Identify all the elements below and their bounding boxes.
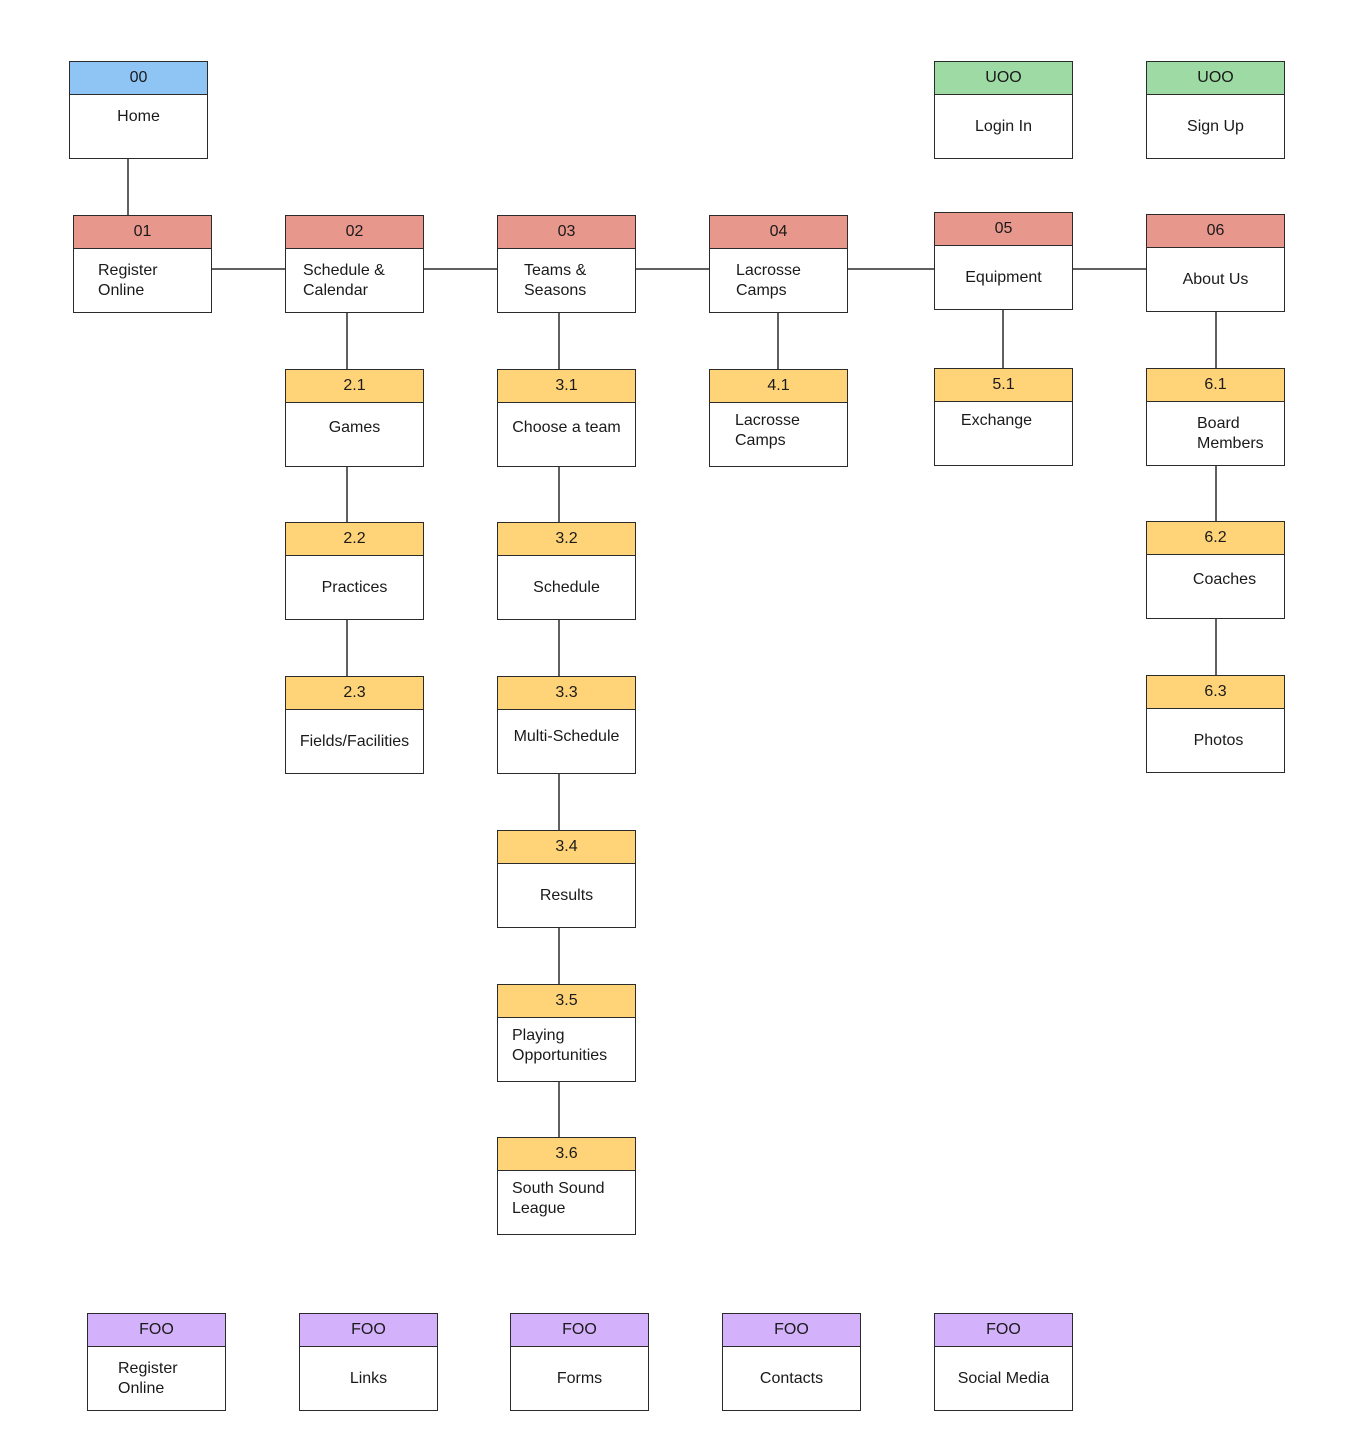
node-code: 3.4 bbox=[498, 831, 635, 864]
node-code: UOO bbox=[1147, 62, 1284, 95]
node-code: 3.1 bbox=[498, 370, 635, 403]
node-code: 6.2 bbox=[1147, 522, 1284, 555]
node-games[interactable]: 2.1 Games bbox=[285, 369, 424, 467]
node-code: UOO bbox=[935, 62, 1072, 95]
node-code: 3.2 bbox=[498, 523, 635, 556]
node-code: 00 bbox=[70, 62, 207, 95]
node-lacrosse-camps-sub[interactable]: 4.1 Lacrosse Camps bbox=[709, 369, 848, 467]
node-schedule-calendar[interactable]: 02 Schedule & Calendar bbox=[285, 215, 424, 313]
node-label: Teams & Seasons bbox=[524, 261, 587, 299]
node-code: 3.6 bbox=[498, 1138, 635, 1171]
node-code: 01 bbox=[74, 216, 211, 249]
node-footer-forms[interactable]: FOO Forms bbox=[510, 1313, 649, 1411]
node-code: 2.2 bbox=[286, 523, 423, 556]
node-label: Coaches bbox=[1192, 570, 1257, 588]
node-code: 05 bbox=[935, 213, 1072, 246]
node-lacrosse-camps[interactable]: 04 Lacrosse Camps bbox=[709, 215, 848, 313]
node-label: Sign Up bbox=[1187, 117, 1244, 135]
node-label: Exchange bbox=[960, 411, 1033, 429]
node-footer-register[interactable]: FOO Register Online bbox=[87, 1313, 226, 1411]
node-label: Links bbox=[349, 1369, 388, 1387]
node-board-members[interactable]: 6.1 Board Members bbox=[1146, 368, 1285, 466]
node-schedule[interactable]: 3.2 Schedule bbox=[497, 522, 636, 620]
node-code: FOO bbox=[511, 1314, 648, 1347]
node-code: FOO bbox=[723, 1314, 860, 1347]
node-label: Photos bbox=[1193, 731, 1244, 749]
node-label: Practices bbox=[321, 578, 388, 596]
node-home[interactable]: 00 Home bbox=[69, 61, 208, 159]
node-teams-seasons[interactable]: 03 Teams & Seasons bbox=[497, 215, 636, 313]
node-results[interactable]: 3.4 Results bbox=[497, 830, 636, 928]
node-code: 04 bbox=[710, 216, 847, 249]
node-label: Results bbox=[539, 886, 594, 904]
node-code: FOO bbox=[88, 1314, 225, 1347]
node-label: Lacrosse Camps bbox=[735, 411, 800, 449]
node-label: Register Online bbox=[118, 1359, 178, 1397]
node-label: Lacrosse Camps bbox=[736, 261, 801, 299]
node-code: 03 bbox=[498, 216, 635, 249]
node-label: Login In bbox=[975, 117, 1032, 135]
node-choose-a-team[interactable]: 3.1 Choose a team bbox=[497, 369, 636, 467]
node-code: 3.3 bbox=[498, 677, 635, 710]
node-playing-opportunities[interactable]: 3.5 Playing Opportunities bbox=[497, 984, 636, 1082]
node-code: 6.3 bbox=[1147, 676, 1284, 709]
node-label: Register Online bbox=[98, 261, 158, 299]
node-practices[interactable]: 2.2 Practices bbox=[285, 522, 424, 620]
node-photos[interactable]: 6.3 Photos bbox=[1146, 675, 1285, 773]
node-code: 6.1 bbox=[1147, 369, 1284, 402]
node-label: Playing Opportunities bbox=[512, 1026, 608, 1064]
node-label: Choose a team bbox=[512, 418, 621, 436]
node-code: 02 bbox=[286, 216, 423, 249]
node-about-us[interactable]: 06 About Us bbox=[1146, 214, 1285, 312]
node-code: 3.5 bbox=[498, 985, 635, 1018]
node-code: 06 bbox=[1147, 215, 1284, 248]
node-code: 2.3 bbox=[286, 677, 423, 710]
node-label: South Sound League bbox=[512, 1179, 605, 1217]
node-label: Multi-Schedule bbox=[513, 727, 620, 745]
node-label: About Us bbox=[1182, 270, 1249, 288]
node-coaches[interactable]: 6.2 Coaches bbox=[1146, 521, 1285, 619]
node-equipment[interactable]: 05 Equipment bbox=[934, 212, 1073, 310]
node-exchange[interactable]: 5.1 Exchange bbox=[934, 368, 1073, 466]
node-footer-social-media[interactable]: FOO Social Media bbox=[934, 1313, 1073, 1411]
node-footer-links[interactable]: FOO Links bbox=[299, 1313, 438, 1411]
node-label: Social Media bbox=[957, 1369, 1050, 1387]
node-label: Schedule & Calendar bbox=[303, 261, 385, 299]
node-code: 4.1 bbox=[710, 370, 847, 403]
node-signup[interactable]: UOO Sign Up bbox=[1146, 61, 1285, 159]
node-label: Schedule bbox=[533, 578, 600, 596]
node-label: Contacts bbox=[759, 1369, 824, 1387]
node-code: 2.1 bbox=[286, 370, 423, 403]
node-footer-contacts[interactable]: FOO Contacts bbox=[722, 1313, 861, 1411]
node-label: Equipment bbox=[965, 268, 1042, 286]
node-code: 5.1 bbox=[935, 369, 1072, 402]
node-label: Forms bbox=[556, 1369, 603, 1387]
node-fields-facilities[interactable]: 2.3 Fields/Facilities bbox=[285, 676, 424, 774]
node-code: FOO bbox=[300, 1314, 437, 1347]
node-label: Games bbox=[328, 418, 381, 436]
node-login[interactable]: UOO Login In bbox=[934, 61, 1073, 159]
node-multi-schedule[interactable]: 3.3 Multi-Schedule bbox=[497, 676, 636, 774]
node-label: Home bbox=[117, 108, 160, 125]
node-label: Board Members bbox=[1197, 414, 1264, 452]
node-code: FOO bbox=[935, 1314, 1072, 1347]
node-south-sound-league[interactable]: 3.6 South Sound League bbox=[497, 1137, 636, 1235]
node-label: Fields/Facilities bbox=[299, 732, 410, 750]
node-register[interactable]: 01 Register Online bbox=[73, 215, 212, 313]
